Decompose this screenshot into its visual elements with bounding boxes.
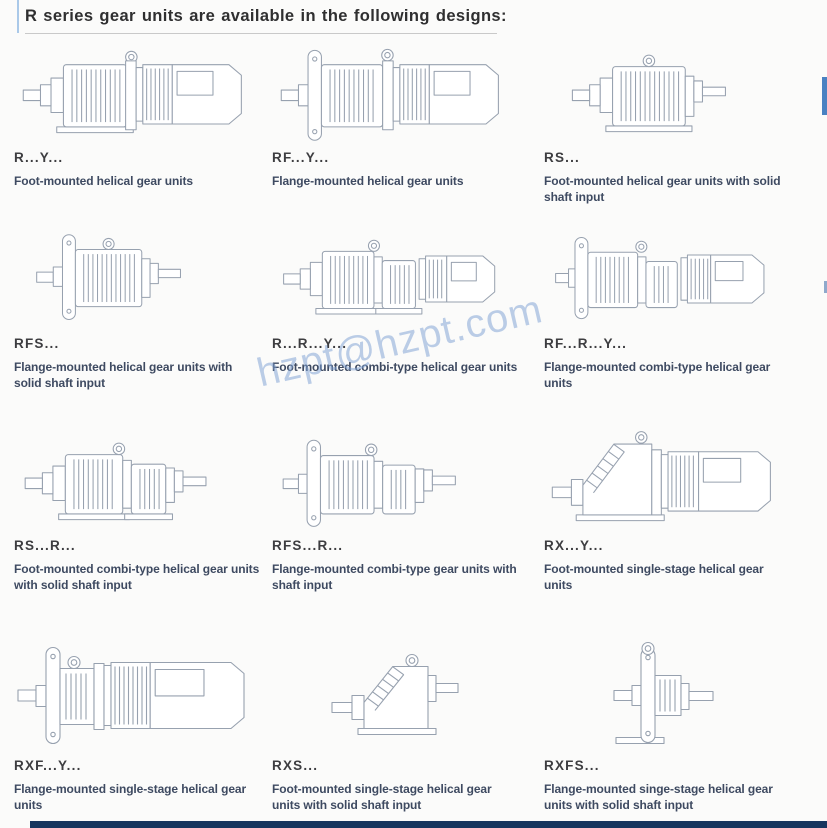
right-edge-blue-mark <box>824 281 827 293</box>
gear-unit-drawing <box>14 632 264 754</box>
gear-unit-card: RF...Y... Flange-mounted helical gear un… <box>272 36 528 190</box>
gear-unit-line-drawing <box>24 442 207 521</box>
gear-unit-card: RFS... Flange-mounted helical gear units… <box>14 220 270 391</box>
model-description: Flange-mounted helical gear units with s… <box>14 360 233 390</box>
model-designation: RS...R... <box>14 538 76 553</box>
page-title: R series gear units are available in the… <box>25 7 507 25</box>
gear-unit-line-drawing <box>17 646 245 745</box>
gear-unit-line-drawing <box>555 237 765 320</box>
gear-unit-drawing <box>544 36 794 146</box>
gear-unit-line-drawing <box>571 54 726 133</box>
gear-unit-card: RS...R... Foot-mounted combi-type helica… <box>14 424 270 593</box>
page-edge-accent <box>17 0 19 33</box>
model-description: Flange-mounted combi-type gear units wit… <box>272 562 517 592</box>
gear-unit-line-drawing <box>36 234 181 321</box>
gear-unit-drawing <box>14 220 264 326</box>
footer-accent-bar <box>30 821 827 828</box>
gear-unit-card: RS... Foot-mounted helical gear units wi… <box>544 36 800 205</box>
gear-unit-line-drawing <box>331 653 459 736</box>
gear-unit-card: R...R...Y... Foot-mounted combi-type hel… <box>272 220 528 376</box>
gear-unit-line-drawing <box>282 439 456 527</box>
model-description: Foot-mounted helical gear units <box>14 174 193 188</box>
model-description: Flange-mounted single-stage helical gear… <box>14 782 247 812</box>
gear-unit-card: R...Y... Foot-mounted helical gear units <box>14 36 270 190</box>
model-description: Foot-mounted combi-type helical gear uni… <box>14 562 260 592</box>
gear-unit-line-drawing <box>551 431 771 522</box>
gear-unit-drawing <box>544 632 794 754</box>
model-designation: RX...Y... <box>544 538 604 553</box>
model-designation: RS... <box>544 150 581 165</box>
gear-unit-drawing <box>272 36 522 146</box>
model-designation: RFS... <box>14 336 60 351</box>
gear-unit-line-drawing <box>280 48 499 141</box>
gear-unit-card: RXS... Foot-mounted single-stage helical… <box>272 632 528 813</box>
model-description: Flange-mounted combi-type helical gear u… <box>544 360 771 390</box>
model-designation: R...Y... <box>14 150 64 165</box>
model-description: Foot-mounted combi-type helical gear uni… <box>272 360 518 374</box>
model-description: Flange-mounted singe-stage helical gear … <box>544 782 773 812</box>
gear-unit-drawing <box>272 220 522 326</box>
gear-unit-card: RF...R...Y... Flange-mounted combi-type … <box>544 220 800 391</box>
gear-unit-drawing <box>14 424 264 534</box>
gear-unit-line-drawing <box>283 239 496 315</box>
gear-unit-card: RX...Y... Foot-mounted single-stage heli… <box>544 424 800 593</box>
gear-unit-drawing <box>544 424 794 534</box>
model-designation: RXS... <box>272 758 319 773</box>
gear-unit-card: RFS...R... Flange-mounted combi-type gea… <box>272 424 528 593</box>
model-designation: R...R...Y... <box>272 336 348 351</box>
model-designation: RXFS... <box>544 758 600 773</box>
title-underline <box>25 33 497 34</box>
model-designation: RXF...Y... <box>14 758 82 773</box>
right-edge-blue-tab <box>822 77 827 115</box>
model-description: Foot-mounted single-stage helical gear u… <box>544 562 764 592</box>
model-description: Flange-mounted helical gear units <box>272 174 464 188</box>
model-designation: RF...R...Y... <box>544 336 628 351</box>
model-description: Foot-mounted single-stage helical gear u… <box>272 782 492 812</box>
gear-unit-drawing <box>544 220 794 326</box>
gear-unit-line-drawing <box>613 641 714 745</box>
gear-unit-card: RXF...Y... Flange-mounted single-stage h… <box>14 632 270 813</box>
gear-unit-line-drawing <box>22 50 242 134</box>
model-designation: RFS...R... <box>272 538 344 553</box>
gear-unit-drawing <box>272 424 522 534</box>
gear-unit-drawing <box>14 36 264 146</box>
model-designation: RF...Y... <box>272 150 330 165</box>
gear-unit-card: RXFS... Flange-mounted singe-stage helic… <box>544 632 800 813</box>
model-description: Foot-mounted helical gear units with sol… <box>544 174 781 204</box>
gear-unit-drawing <box>272 632 522 754</box>
